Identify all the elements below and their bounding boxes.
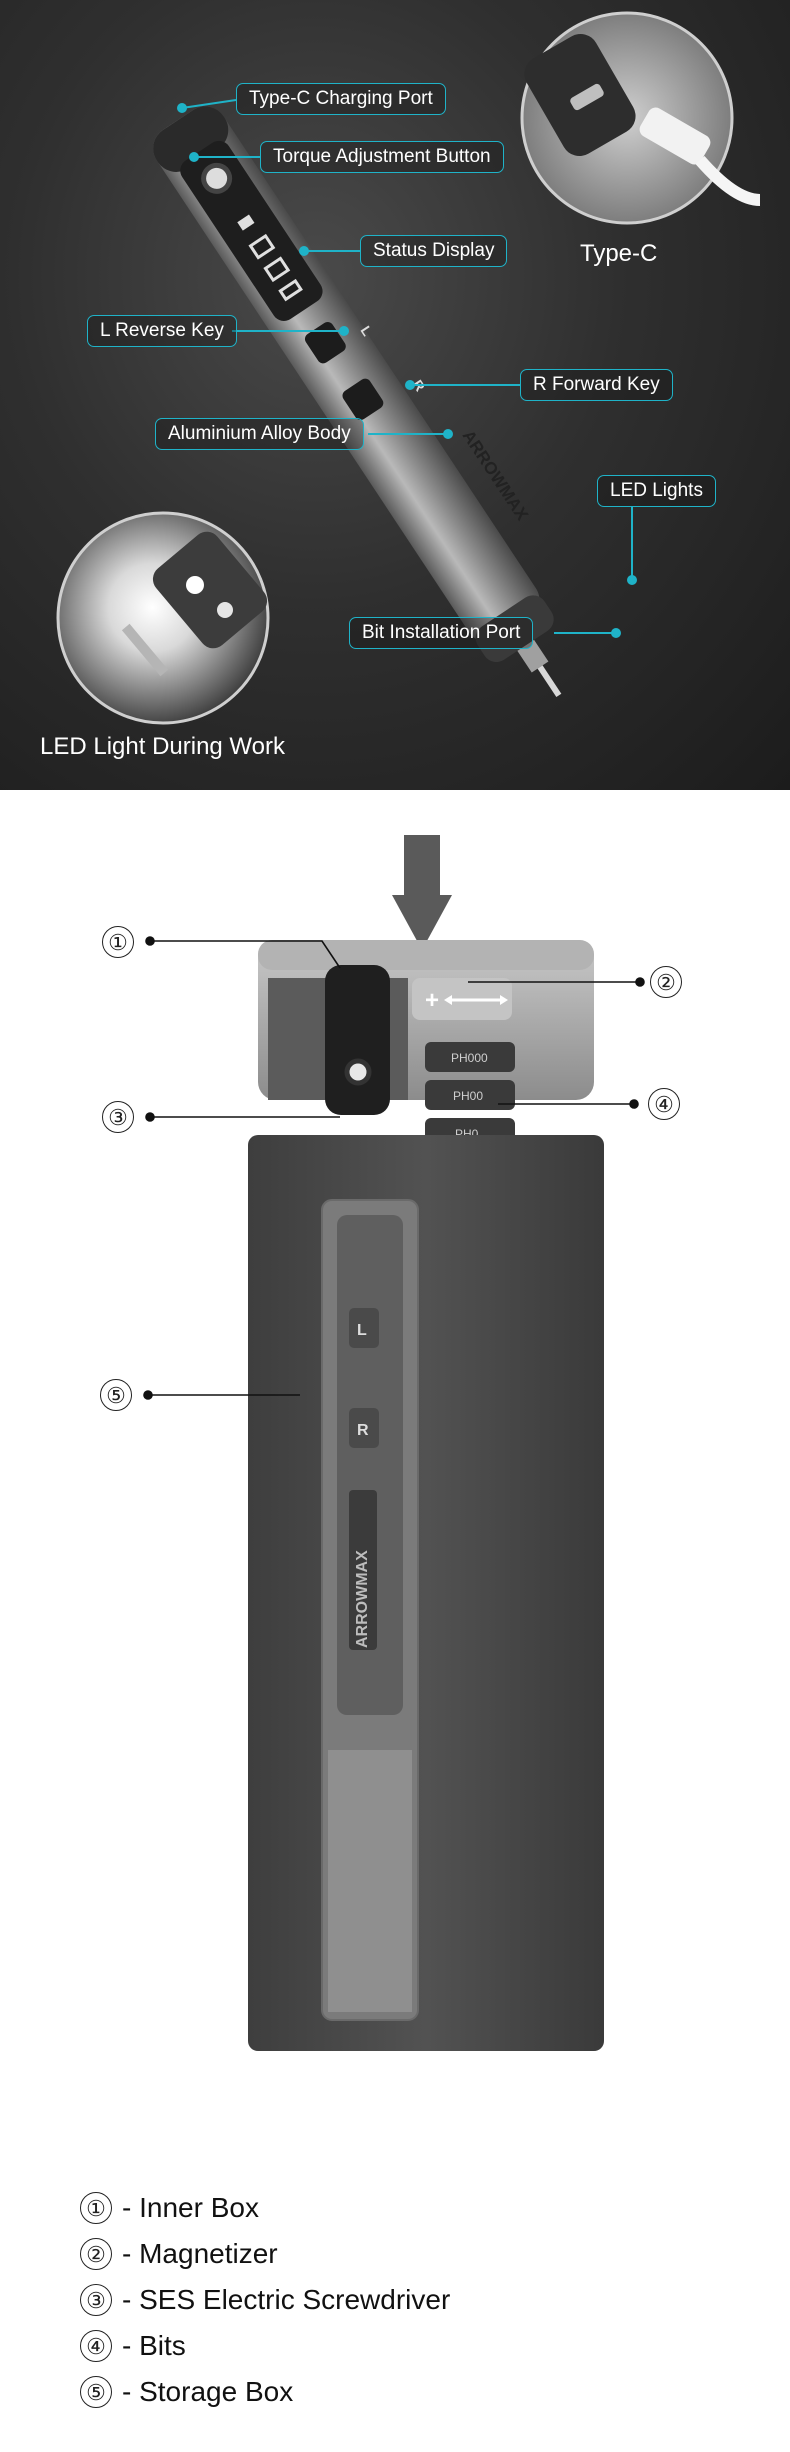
diagram-leader-lines: [143, 936, 645, 1400]
legend-item: ③ - SES Electric Screwdriver: [80, 2277, 450, 2323]
screwdriver-illustration: ARROWMAX L R: [56, 11, 761, 725]
type-c-caption: Type-C: [580, 240, 658, 267]
insert-arrow-icon: [392, 835, 452, 950]
bit-label-ph00: PH00: [453, 1089, 483, 1103]
forward-key: [342, 378, 384, 421]
legend-text: - Storage Box: [122, 2376, 294, 2407]
led-work-caption: LED Light During Work: [40, 733, 285, 760]
legend-item: ④ - Bits: [80, 2323, 450, 2369]
reverse-key: [304, 321, 346, 364]
legend-item: ⑤ - Storage Box: [80, 2369, 450, 2415]
led-lights-callout: LED Lights: [597, 475, 716, 507]
forward-key-callout: R Forward Key: [520, 369, 673, 401]
body-callout: Aluminium Alloy Body: [155, 418, 364, 450]
window-brand-text: ARROWMAX: [354, 1550, 371, 1648]
type-c-port-callout: Type-C Charging Port: [236, 83, 446, 115]
legend-marker: ⑤: [80, 2376, 112, 2408]
marker-2: ②: [650, 966, 682, 998]
legend-item: ② - Magnetizer: [80, 2231, 450, 2277]
component-legend: ① - Inner Box ② - Magnetizer ③ - SES Ele…: [80, 2185, 450, 2415]
reverse-key-callout: L Reverse Key: [87, 315, 237, 347]
marker-5: ⑤: [100, 1379, 132, 1411]
legend-item: ① - Inner Box: [80, 2185, 450, 2231]
legend-marker: ②: [80, 2238, 112, 2270]
bit-port-callout: Bit Installation Port: [349, 617, 534, 649]
marker-3: ③: [102, 1101, 134, 1133]
led-detail-circle: [56, 511, 270, 725]
legend-text: - Bits: [122, 2330, 186, 2361]
legend-text: - Magnetizer: [122, 2238, 278, 2269]
legend-marker: ③: [80, 2284, 112, 2316]
legend-text: - Inner Box: [122, 2192, 259, 2223]
status-display-callout: Status Display: [360, 235, 508, 267]
bit-label-ph000: PH000: [451, 1051, 488, 1065]
svg-text:+: +: [425, 987, 439, 1014]
marker-4: ④: [648, 1088, 680, 1120]
marker-1: ①: [102, 926, 134, 958]
type-c-detail-circle: [520, 11, 761, 225]
torque-button-icon: [201, 162, 233, 194]
legend-marker: ①: [80, 2192, 112, 2224]
product-feature-panel: ARROWMAX L R: [0, 0, 790, 790]
window-key-l: L: [357, 1322, 367, 1339]
storage-box: [248, 1135, 604, 2051]
legend-marker: ④: [80, 2330, 112, 2362]
callout-leader-lines: [177, 99, 637, 638]
legend-text: - SES Electric Screwdriver: [122, 2284, 451, 2315]
torque-button-callout: Torque Adjustment Button: [260, 141, 504, 173]
storage-box-illustration: + PH000 PH00 PH0 L R ARROWMAX: [143, 835, 645, 2051]
storage-diagram-panel: + PH000 PH00 PH0 L R ARROWMAX ①: [0, 790, 790, 2452]
window-key-r: R: [357, 1422, 369, 1439]
screwdriver-in-box: [325, 965, 390, 1115]
